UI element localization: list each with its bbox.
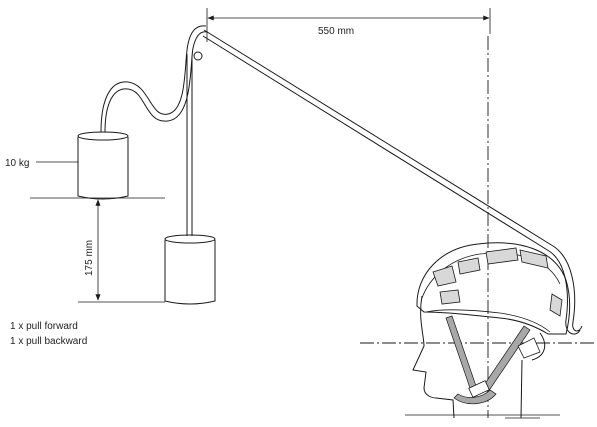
vent-shape	[457, 257, 481, 275]
chin-strap	[453, 389, 497, 405]
dimension-550mm: 550 mm	[206, 8, 491, 42]
headform	[405, 295, 560, 419]
dimension-175mm: 175 mm	[84, 199, 101, 301]
cable	[100, 25, 583, 335]
dimension-550mm-label: 550 mm	[318, 26, 354, 37]
helmet	[416, 242, 571, 405]
vent-shape	[519, 249, 549, 269]
mass-label: 10 kg	[5, 158, 29, 169]
strap-buckle	[468, 380, 490, 398]
vent-shape	[439, 289, 461, 305]
rear-adjuster	[517, 337, 541, 359]
upper-weight	[30, 131, 165, 200]
mass-label-group: 10 kg	[5, 158, 78, 169]
vent-shape	[432, 265, 457, 287]
pulley-icon	[193, 51, 203, 61]
vent-shape	[485, 247, 519, 265]
dimension-175mm-label: 175 mm	[84, 240, 95, 276]
instruction-forward: 1 x pull forward	[10, 321, 78, 332]
vent-shape	[549, 293, 563, 317]
lower-weight	[78, 234, 216, 305]
chin-strap	[445, 315, 477, 389]
chin-strap	[481, 325, 531, 393]
instruction-backward: 1 x pull backward	[10, 336, 87, 347]
